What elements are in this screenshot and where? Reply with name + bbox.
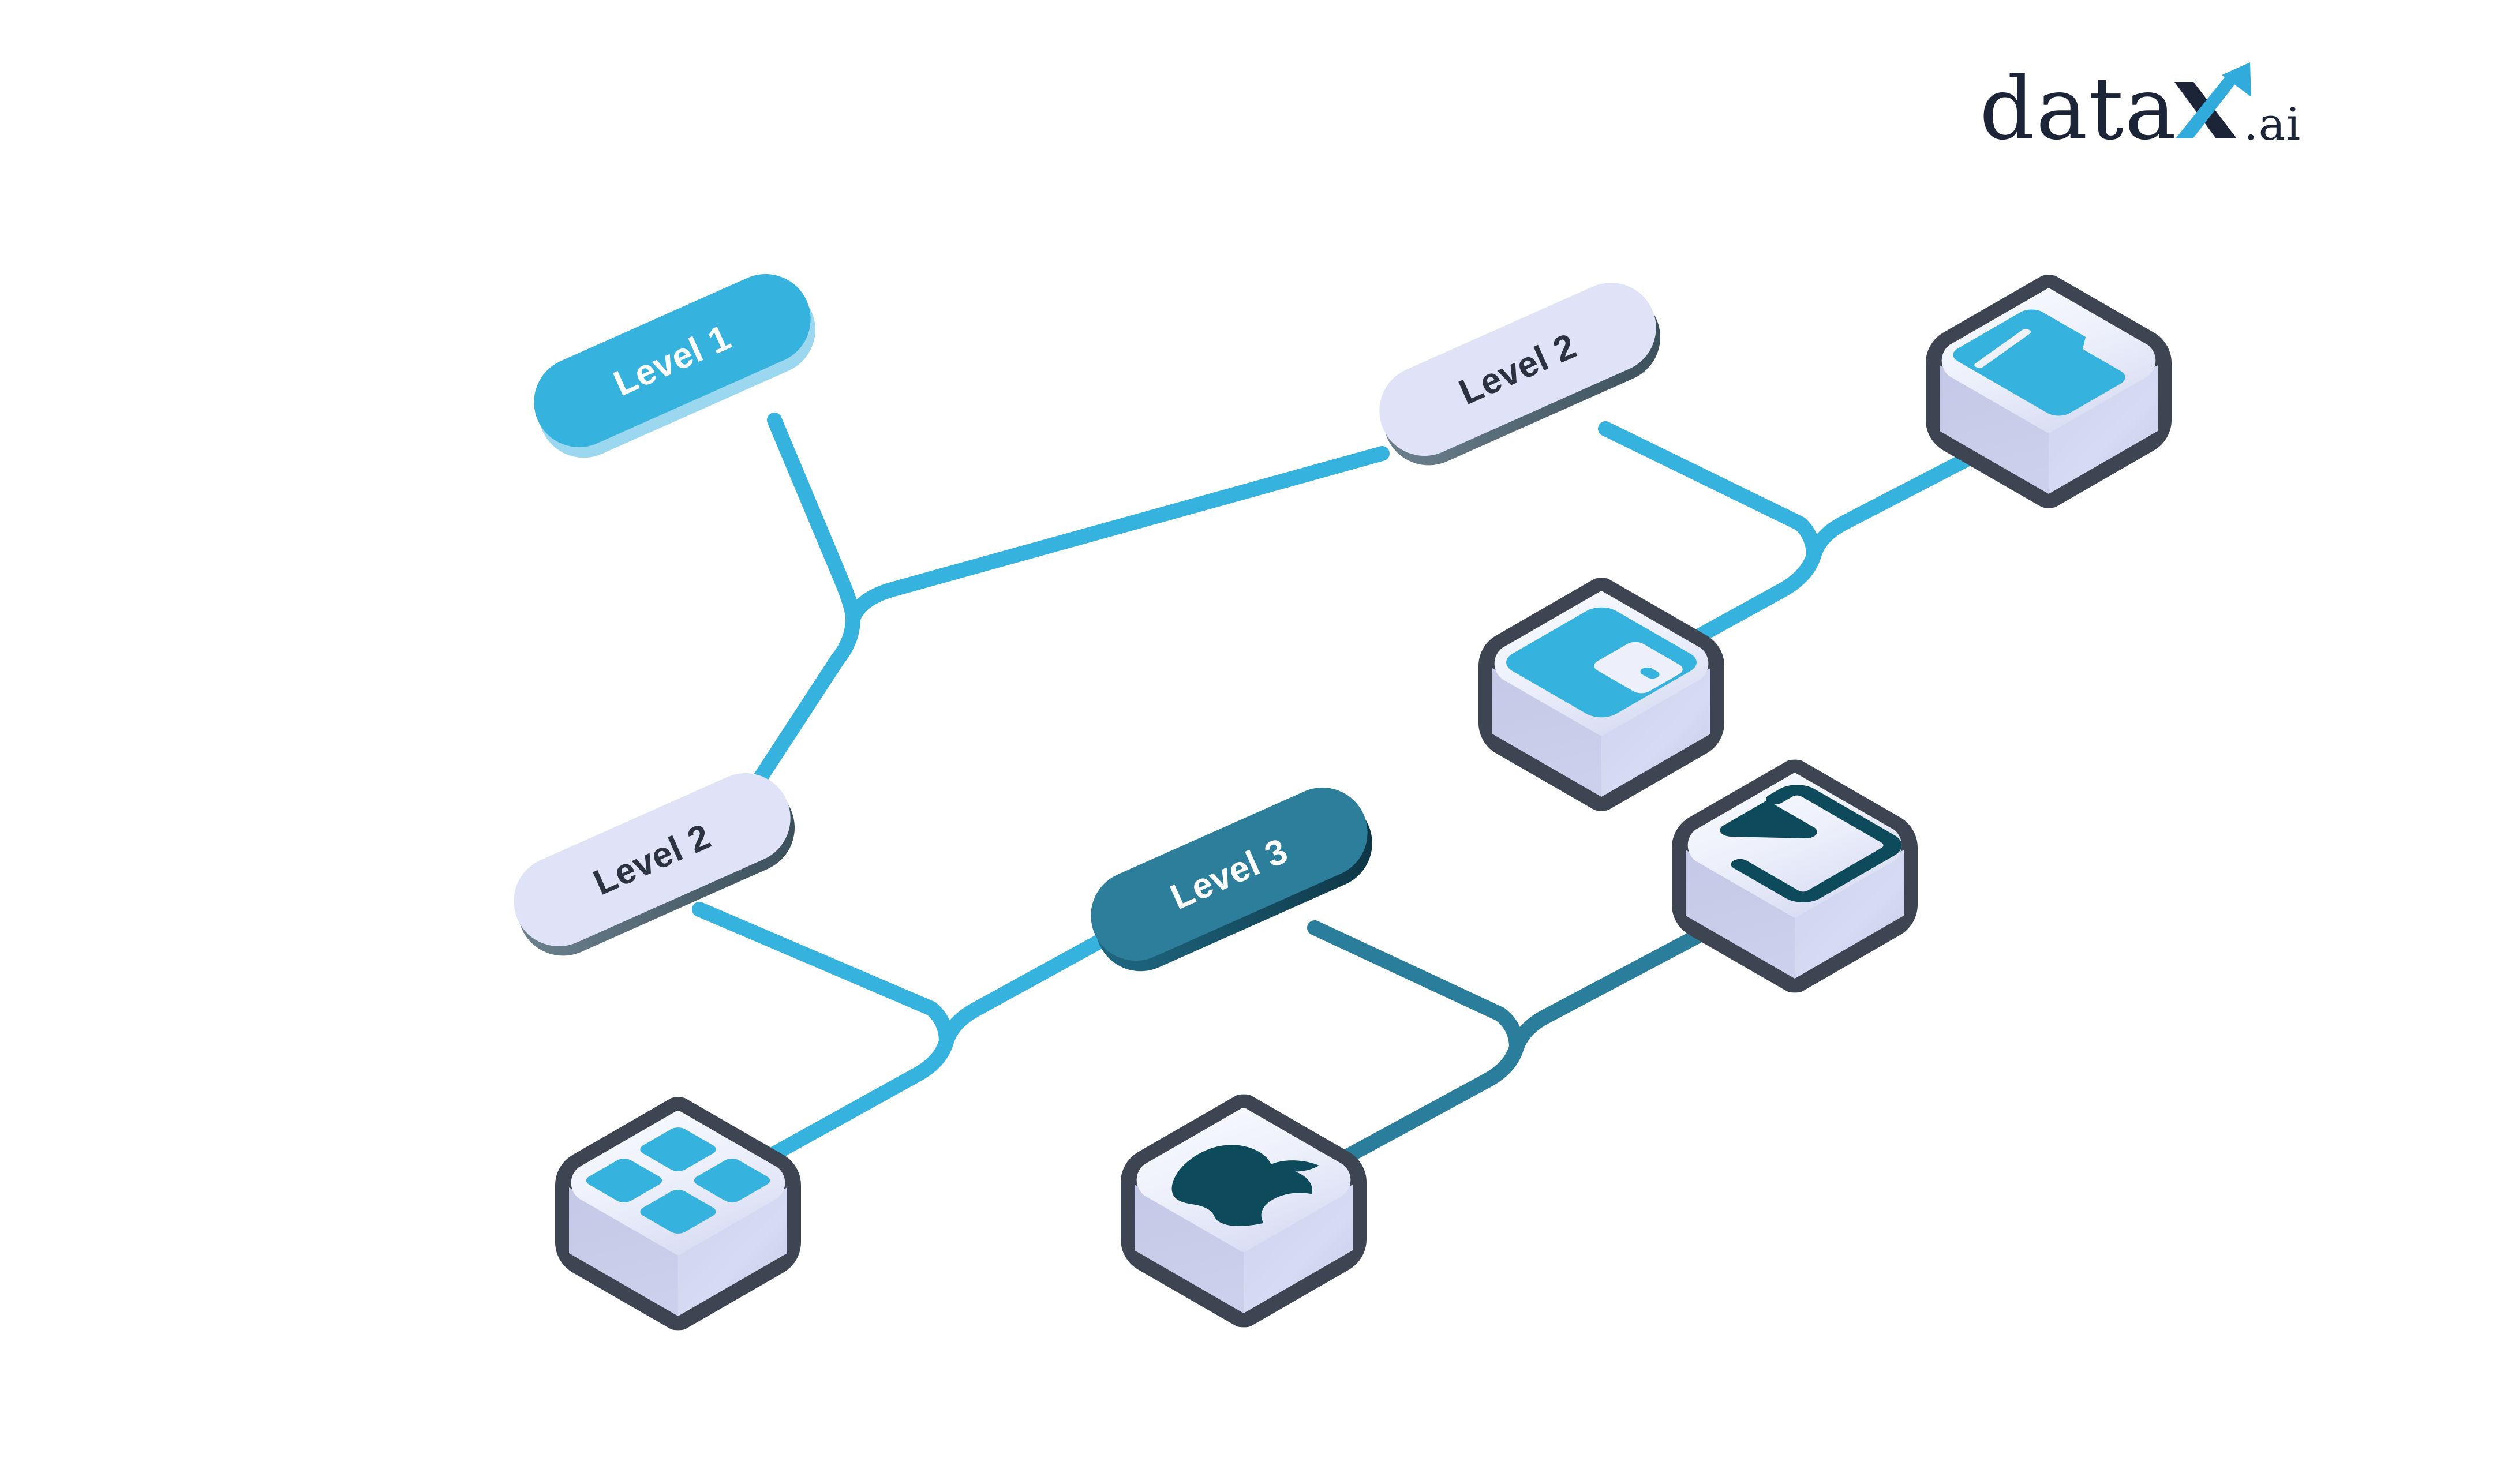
apple-icon <box>1171 1145 1319 1226</box>
node-cube-apple[interactable] <box>1121 1094 1367 1328</box>
logo-x-arrow-icon <box>2176 77 2240 138</box>
edge-root-level2a <box>845 446 1390 626</box>
cube-side-left <box>569 1187 678 1316</box>
cube-side-right <box>1795 850 1904 979</box>
node-cube-screen-share[interactable] <box>1672 759 1918 993</box>
cube-outline <box>1672 759 1918 993</box>
wallet-icon <box>1506 607 1697 718</box>
edge-jleft-level3 <box>939 932 1111 1049</box>
connector-edges <box>692 413 1990 1168</box>
cube-side-right <box>1601 668 1710 797</box>
node-cube-windows[interactable] <box>555 1097 801 1331</box>
edge-jbottom-screen <box>1509 917 1727 1055</box>
cube-outline <box>1478 578 1724 811</box>
pill-top-face <box>534 274 811 447</box>
edge-level2b-jleft <box>692 902 954 1049</box>
cube-side-left <box>1492 668 1601 797</box>
edge-jbottom-apple <box>1331 1040 1524 1168</box>
logo-arrow-head-icon <box>2222 62 2251 97</box>
cube-side-right <box>1244 1185 1353 1313</box>
logo-word-data: data <box>1979 59 2177 159</box>
edge-root-level2b <box>743 611 860 801</box>
cube-outline <box>555 1097 801 1331</box>
edge-jright-wallet <box>1650 548 1821 666</box>
cube-side-left <box>1940 365 2049 494</box>
cube-side-left <box>1135 1185 1244 1313</box>
node-pill-level2a[interactable] <box>1365 268 1675 479</box>
brand-logo[interactable]: data .ai <box>1979 59 2337 167</box>
cube-top-face <box>571 1110 785 1256</box>
cube-side-right <box>2049 365 2158 494</box>
node-pill-level1[interactable] <box>519 260 829 472</box>
node-cube-folder[interactable] <box>1926 275 2172 508</box>
node-pill-level3[interactable] <box>1076 773 1386 985</box>
cube-outline <box>1121 1094 1367 1328</box>
cube-outline <box>1926 275 2172 508</box>
pill-top-face <box>514 773 791 946</box>
logo-word-ai: .ai <box>2244 99 2301 151</box>
node-pill-level2b[interactable] <box>499 759 809 970</box>
pill-top-face <box>1091 788 1368 961</box>
edge-level1-root <box>767 413 860 626</box>
windows-grid-icon <box>586 1127 770 1234</box>
edge-level3-jbottom <box>1307 920 1524 1055</box>
node-cube-wallet[interactable] <box>1478 578 1724 811</box>
dataX-ai-logo-mark: data .ai <box>1979 59 2301 159</box>
edge-jleft-windows <box>761 1034 954 1164</box>
folder-icon <box>1953 309 2125 416</box>
edge-jright-folder <box>1806 444 1990 563</box>
edge-level2a-jright <box>1598 421 1821 563</box>
screen-share-icon <box>1720 785 1902 902</box>
cube-side-left <box>1686 850 1795 979</box>
cube-side-right <box>678 1187 787 1316</box>
pill-top-face <box>1379 283 1656 456</box>
